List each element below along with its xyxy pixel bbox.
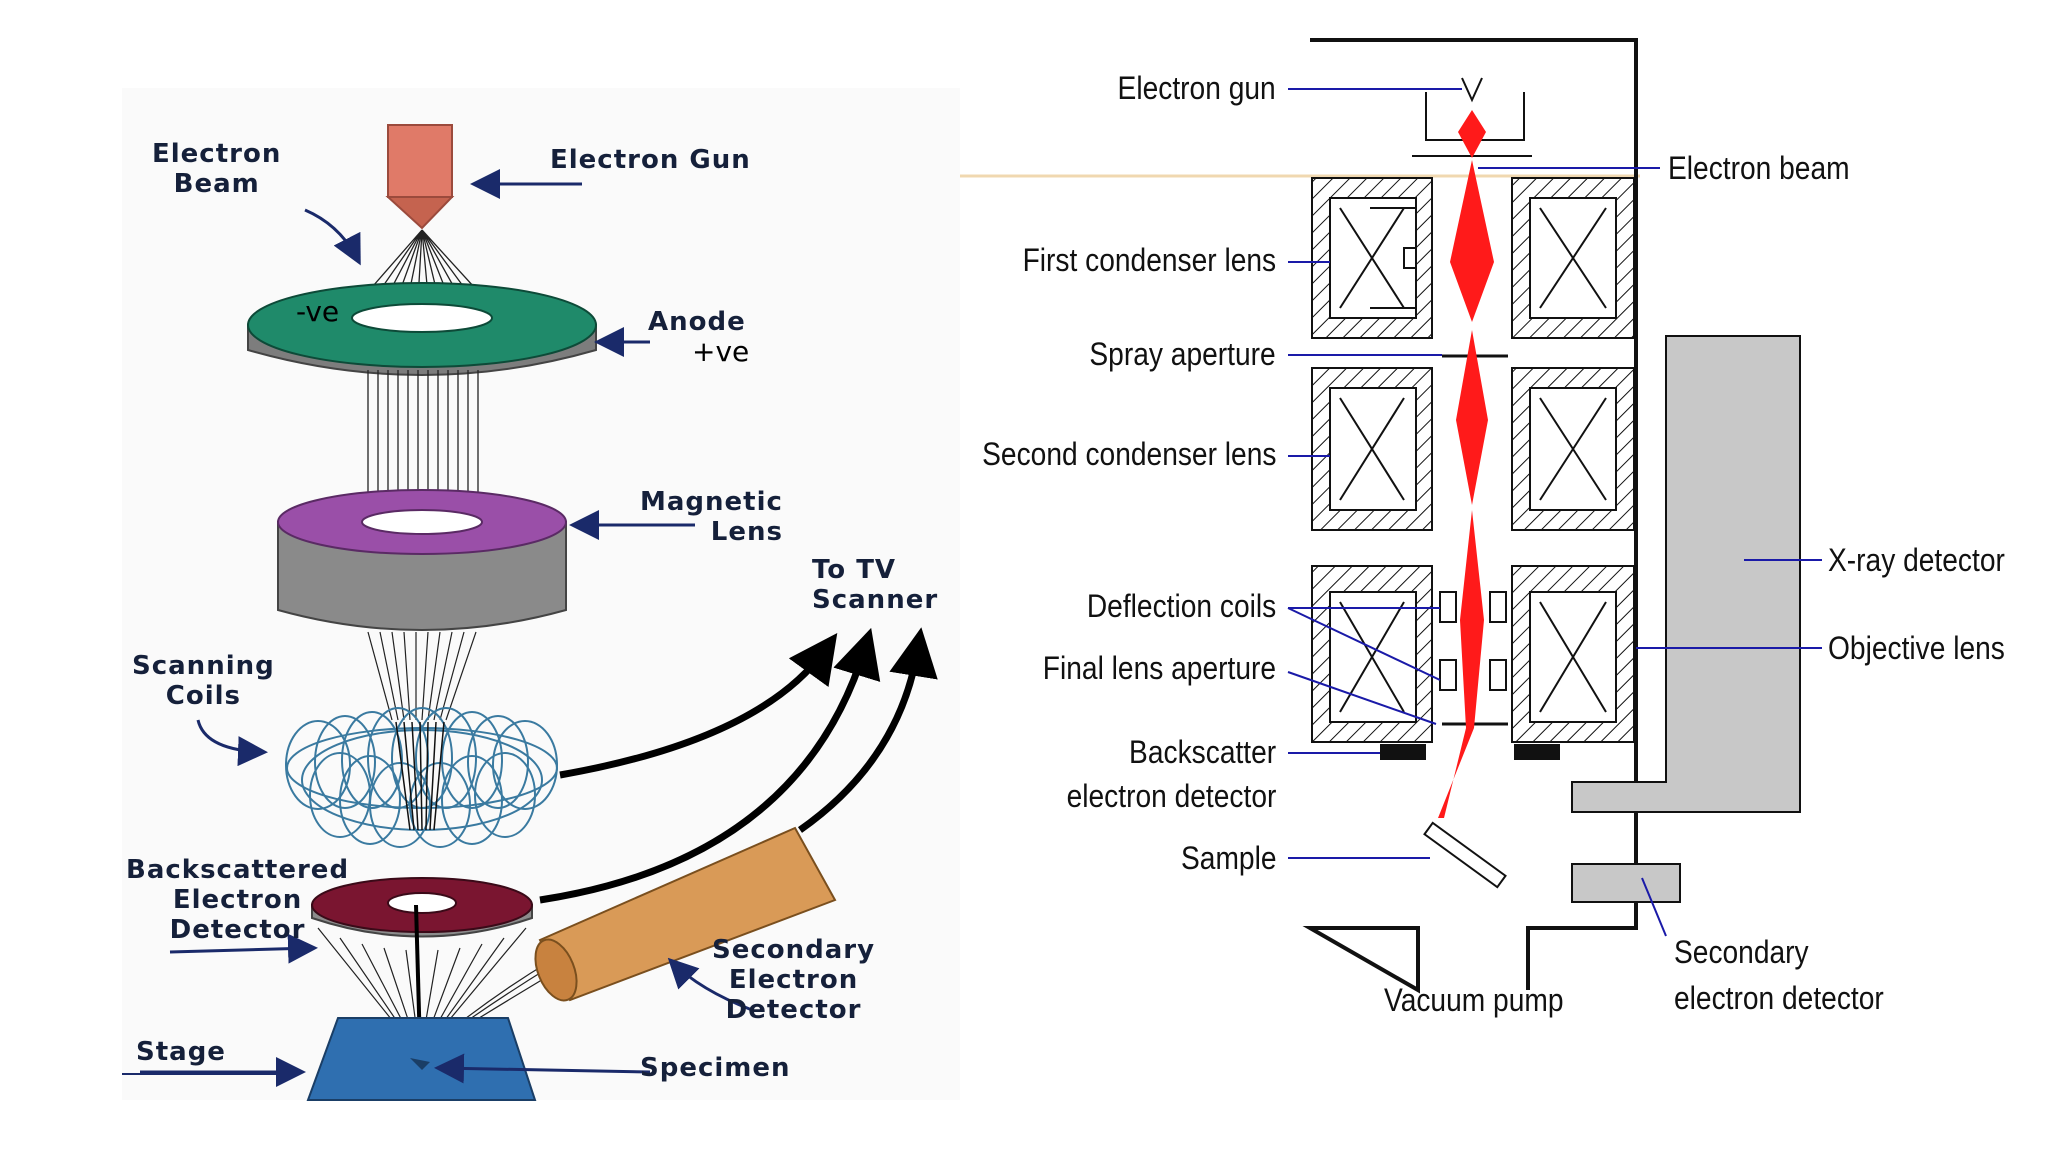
- label-electron-beam-right: Electron beam: [1668, 150, 1850, 186]
- beam-column-lower: [367, 631, 477, 721]
- xray-detector-shape: [1571, 335, 1801, 813]
- sample-slab: [1423, 821, 1507, 889]
- label-secondary-2: electron detector: [1674, 980, 1884, 1016]
- label-scanning-coils: Scanning Coils: [132, 651, 275, 711]
- signal-arrows: [539, 627, 938, 904]
- beam-fan-gun: [351, 229, 496, 319]
- label-first-condenser-lens: First condenser lens: [1022, 242, 1276, 278]
- label-electron-gun-left: Electron Gun: [550, 145, 751, 175]
- first-condenser-lens-blocks: [1311, 177, 1635, 339]
- backscattered-detector-ring: [311, 877, 533, 938]
- label-negative: -ve: [296, 295, 340, 328]
- label-final-lens-aperture: Final lens aperture: [1042, 650, 1276, 686]
- electron-beam-shape: [1438, 110, 1494, 818]
- label-positive: +ve: [692, 335, 750, 368]
- left-pointer-arrows: [140, 169, 753, 1087]
- secondary-detector-box: [1571, 863, 1681, 903]
- electron-gun-shape: [385, 124, 455, 230]
- label-stage: Stage: [136, 1037, 226, 1067]
- label-backscatter-1: Backscatter: [1128, 734, 1276, 770]
- column-outline: [1302, 38, 1638, 994]
- label-spray-aperture: Spray aperture: [1089, 336, 1276, 372]
- secondary-detector-tube: [534, 826, 837, 1002]
- label-electron-beam: Electron Beam: [152, 139, 282, 199]
- backscatter-pad-left: [1380, 744, 1426, 760]
- label-secondary-detector-left: Secondary Electron Detector: [712, 935, 876, 1025]
- scanning-coils-shape: [285, 707, 558, 848]
- label-magnetic-lens: Magnetic Lens: [640, 487, 783, 547]
- label-backscatter-2: electron detector: [1066, 778, 1276, 814]
- label-second-condenser-lens: Second condenser lens: [981, 436, 1276, 472]
- label-deflection-coils: Deflection coils: [1086, 588, 1276, 624]
- label-xray-detector: X-ray detector: [1828, 542, 2005, 578]
- beam-column-upper: [367, 370, 479, 510]
- stage-block: [306, 1017, 537, 1101]
- label-vacuum-pump: Vacuum pump: [1384, 982, 1564, 1018]
- backscatter-pad-right: [1514, 744, 1560, 760]
- label-to-tv-scanner: To TV Scanner: [812, 555, 939, 615]
- beam-through-coils: [395, 721, 445, 831]
- magnetic-lens-ring: [277, 489, 567, 631]
- label-backscattered-detector: Backscattered Electron Detector: [126, 855, 350, 945]
- label-specimen: Specimen: [640, 1053, 791, 1083]
- objective-lens-blocks: [1311, 565, 1635, 743]
- label-secondary-1: Secondary: [1674, 934, 1809, 970]
- label-electron-gun: Electron gun: [1117, 70, 1276, 106]
- label-sample: Sample: [1180, 840, 1276, 876]
- right-leader-lines: [1287, 88, 1822, 937]
- label-anode: Anode: [648, 307, 746, 337]
- label-objective-lens: Objective lens: [1828, 630, 2005, 666]
- anode-ring: [247, 282, 597, 376]
- second-condenser-lens-blocks: [1311, 367, 1635, 531]
